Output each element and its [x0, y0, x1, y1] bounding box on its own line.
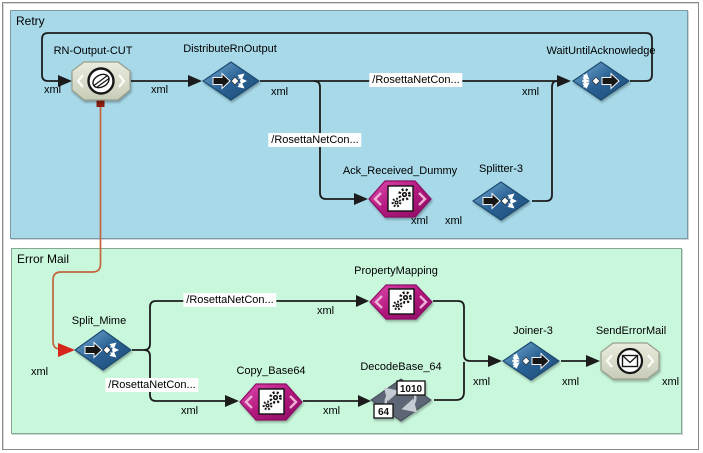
step-shape: [74, 329, 132, 371]
error-mail-lane-title: Error Mail: [17, 252, 70, 266]
node-distribute-rn-output[interactable]: [202, 61, 260, 101]
port-label-xml-rn-out: xml: [151, 84, 169, 96]
port-label-xml-splitter-in: xml: [445, 215, 463, 227]
gears-icon: [258, 388, 285, 415]
adapter-globe-icon: [87, 67, 115, 95]
node-decode-base-64[interactable]: 1010 64: [368, 377, 434, 423]
node-ack-received-dummy[interactable]: [368, 180, 432, 218]
mail-icon: [616, 347, 644, 375]
port-label-xml-split-mime-in: xml: [31, 366, 49, 378]
port-label-xml-distribute-out: xml: [271, 86, 289, 98]
join-icon: [582, 72, 620, 90]
mapping-shape: [368, 180, 432, 218]
split-icon: [482, 192, 517, 210]
node-splitter-3[interactable]: [472, 181, 530, 221]
chevron-right-icon: [118, 74, 126, 88]
step-shape: [202, 61, 260, 101]
retry-lane-title: Retry: [16, 14, 45, 28]
chevron-right-icon: [647, 354, 655, 368]
split-icon: [212, 72, 247, 90]
port-label-xml-decode-in: xml: [323, 405, 341, 417]
icon-text-1010: 1010: [400, 384, 423, 395]
chevron-right-icon: [289, 395, 298, 409]
port-label-xml-copy-in: xml: [181, 405, 199, 417]
chevron-left-icon: [76, 74, 84, 88]
icon-text-64: 64: [378, 407, 390, 418]
node-label-property-mapping: PropertyMapping: [354, 265, 438, 277]
gears-icon: [387, 185, 414, 212]
condition-label-split-to-property: /RosettaNetCon...: [183, 293, 277, 307]
condition-label-split-to-copy: /RosettaNetCon...: [105, 378, 199, 392]
port-label-xml-send-in: xml: [562, 376, 580, 388]
node-split-mime[interactable]: [74, 329, 132, 371]
node-joiner-3[interactable]: [502, 341, 560, 381]
node-label-distribute-rn-output: DistributeRnOutput: [183, 43, 277, 55]
node-label-splitter-3: Splitter-3: [478, 163, 524, 175]
service-shape: [71, 61, 131, 101]
node-label-copy-base64: Copy_Base64: [236, 365, 306, 377]
node-label-joiner-3: Joiner-3: [513, 325, 553, 337]
port-label-xml-send-out: xml: [662, 376, 680, 388]
chevron-left-icon: [605, 354, 613, 368]
chevron-right-icon: [419, 295, 428, 309]
base64-decode-icon: 1010 64: [373, 380, 426, 419]
port-label-xml-joiner-in: xml: [473, 376, 491, 388]
step-shape: [472, 181, 530, 221]
condition-label-distribute-to-ack: /RosettaNetCon...: [268, 133, 362, 147]
node-label-split-mime: Split_Mime: [71, 315, 127, 327]
decoder-shape: 1010 64: [370, 378, 432, 422]
step-shape: [502, 341, 560, 381]
mapping-shape: [369, 284, 433, 320]
node-wait-until-acknowledge[interactable]: [572, 61, 630, 101]
node-label-rn-output-cut: RN-Output-CUT: [53, 45, 133, 57]
port-label-xml-rn-in: xml: [44, 84, 62, 96]
port-label-xml-property-in: xml: [317, 305, 335, 317]
node-copy-base64[interactable]: [239, 383, 303, 421]
service-shape: [600, 342, 660, 380]
node-rn-output-cut[interactable]: [71, 61, 131, 101]
node-label-ack-received-dummy: Ack_Received_Dummy: [342, 165, 458, 177]
node-label-decode-base-64: DecodeBase_64: [360, 361, 442, 373]
split-icon: [84, 341, 119, 359]
node-property-mapping[interactable]: [369, 284, 433, 320]
condition-label-distribute-to-wait: /RosettaNetCon...: [369, 73, 463, 87]
mapping-shape: [239, 383, 303, 421]
step-shape: [572, 61, 630, 101]
node-label-wait-until-acknowledge: WaitUntilAcknowledge: [546, 45, 656, 57]
port-label-xml-wait-in: xml: [522, 86, 540, 98]
chevron-left-icon: [374, 295, 383, 309]
chevron-left-icon: [373, 192, 382, 206]
gears-icon: [388, 288, 415, 315]
chevron-left-icon: [244, 395, 253, 409]
node-label-send-error-mail: SendErrorMail: [595, 325, 667, 337]
node-send-error-mail[interactable]: [600, 342, 660, 380]
join-icon: [512, 352, 550, 370]
chevron-right-icon: [418, 192, 427, 206]
port-label-xml-ack-out: xml: [411, 215, 429, 227]
